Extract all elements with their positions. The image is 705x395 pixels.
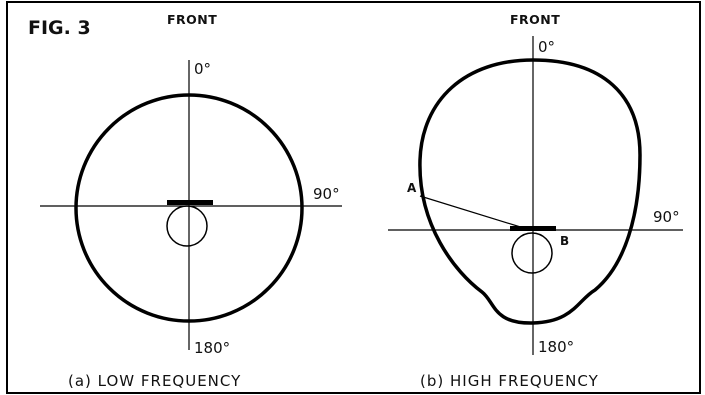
panel-b-point-a: A xyxy=(407,181,417,195)
panel-b-caption: (b) HIGH FREQUENCY xyxy=(420,372,599,390)
panel-b-line-a-to-b xyxy=(419,195,528,230)
panel-b-microphone-bar xyxy=(510,226,556,231)
panel-b-point-b: B xyxy=(560,234,569,248)
panel-a-front-label: FRONT xyxy=(167,12,217,27)
panel-a-microphone-bar xyxy=(167,200,213,205)
panel-a-polar-pattern xyxy=(74,93,304,323)
figure-frame xyxy=(6,1,701,394)
panel-a-angle-180: 180° xyxy=(194,339,230,357)
panel-a-low-frequency: FRONT 0° 90° 180° (a) LOW FREQUENCY xyxy=(40,12,342,390)
panel-a-angle-90: 90° xyxy=(313,185,340,203)
panel-b-microphone-body xyxy=(511,232,553,274)
panel-b-angle-90: 90° xyxy=(653,208,680,226)
panel-b-angle-180: 180° xyxy=(538,338,574,356)
panel-a-microphone-body xyxy=(166,205,208,247)
panel-a-caption: (a) LOW FREQUENCY xyxy=(68,372,241,390)
panel-b-high-frequency: FRONT 0° 90° 180° A B (b) HIGH FREQUENCY xyxy=(388,12,683,390)
figure-title: FIG. 3 xyxy=(28,17,91,39)
panel-b-polar-pattern xyxy=(418,58,642,325)
panel-b-angle-0: 0° xyxy=(538,38,555,56)
panel-a-angle-0: 0° xyxy=(194,60,211,78)
panel-b-front-label: FRONT xyxy=(510,12,560,27)
